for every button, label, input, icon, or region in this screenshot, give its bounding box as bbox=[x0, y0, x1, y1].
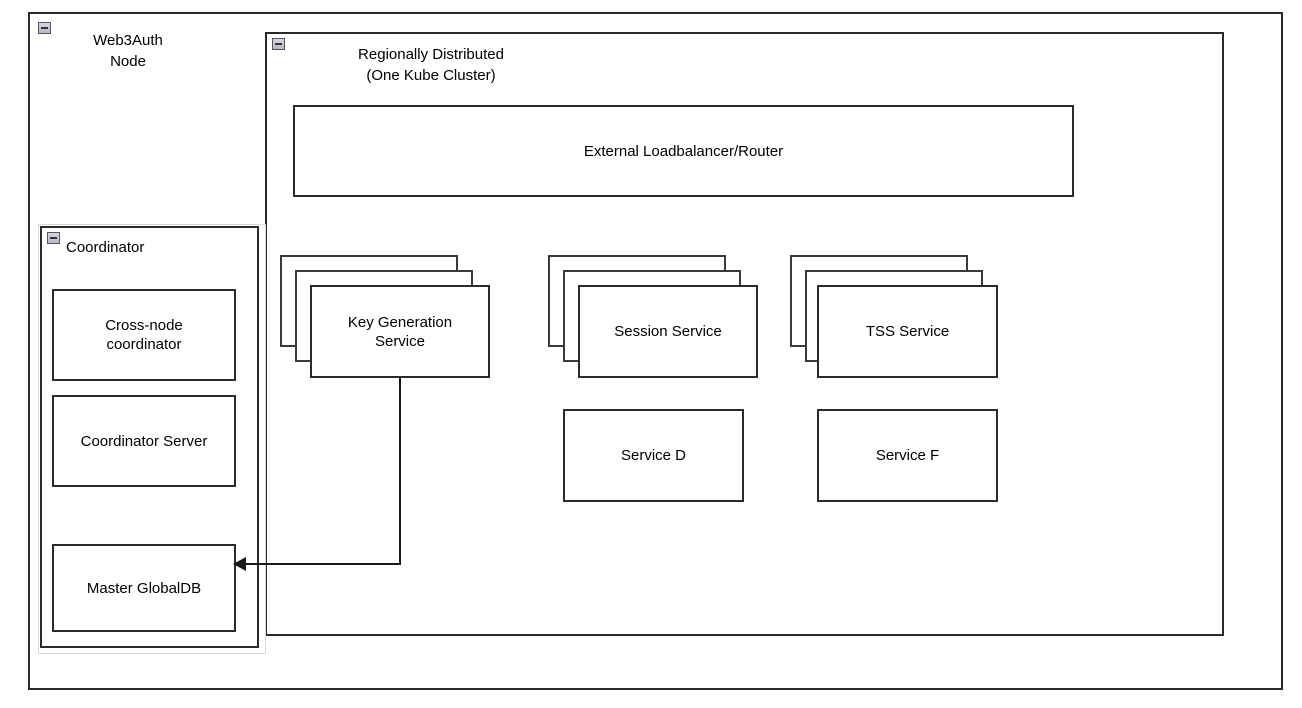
node-label-master-globaldb: Master GlobalDB bbox=[86, 579, 202, 597]
node-cross-node-coordinator[interactable]: Cross-node coordinator bbox=[52, 289, 236, 381]
node-label-key-generation-service: Key Generation Service bbox=[347, 313, 453, 350]
container-title-coordinator: Coordinator bbox=[66, 239, 145, 256]
node-label-tss-service: TSS Service bbox=[865, 323, 950, 340]
node-label-service-d: Service D bbox=[620, 447, 687, 464]
node-label-service-f: Service F bbox=[875, 447, 940, 464]
container-title-kube-cluster: Regionally Distributed (One Kube Cluster… bbox=[358, 46, 504, 84]
node-label-session-service: Session Service bbox=[614, 323, 722, 340]
collapse-minus-icon-kube-cluster[interactable] bbox=[272, 38, 285, 50]
connector-segment-horizontal bbox=[240, 563, 401, 565]
connector-arrow-head-icon bbox=[233, 557, 246, 571]
node-key-generation-service[interactable]: Key Generation Service bbox=[310, 285, 490, 378]
collapse-minus-icon-coordinator[interactable] bbox=[47, 232, 60, 244]
node-tss-service[interactable]: TSS Service bbox=[817, 285, 998, 378]
connector-segment-vertical bbox=[399, 378, 401, 565]
container-title-web3auth-node: Web3Auth Node bbox=[93, 32, 163, 70]
node-label-cross-node-coordinator: Cross-node coordinator bbox=[105, 317, 183, 353]
collapse-minus-icon-web3auth-node[interactable] bbox=[38, 22, 51, 34]
node-service-f[interactable]: Service F bbox=[817, 409, 998, 502]
node-external-loadbalancer[interactable]: External Loadbalancer/Router bbox=[293, 105, 1074, 197]
node-label-coordinator-server: Coordinator Server bbox=[80, 432, 208, 450]
node-session-service[interactable]: Session Service bbox=[578, 285, 758, 378]
node-label-external-loadbalancer: External Loadbalancer/Router bbox=[583, 142, 784, 160]
node-master-globaldb[interactable]: Master GlobalDB bbox=[52, 544, 236, 632]
node-service-d[interactable]: Service D bbox=[563, 409, 744, 502]
node-coordinator-server[interactable]: Coordinator Server bbox=[52, 395, 236, 487]
